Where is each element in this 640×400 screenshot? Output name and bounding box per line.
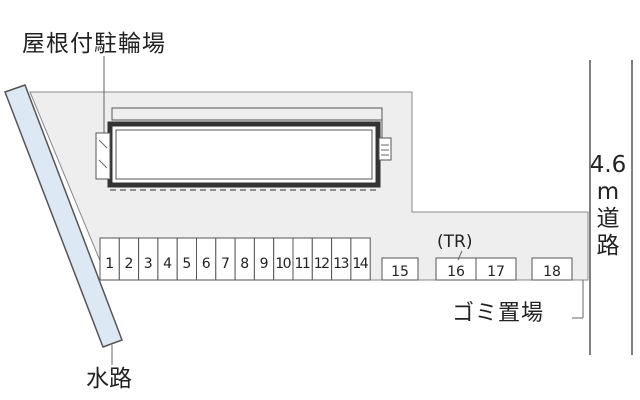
- parking-space-number: 13: [333, 256, 349, 272]
- road-label: 4.6 m 道 路: [588, 152, 628, 260]
- parking-space-number: 11: [295, 256, 311, 272]
- parking-space-number: 7: [221, 256, 230, 272]
- building-inner-edge: [115, 129, 373, 180]
- parking-space-number: 10: [275, 256, 291, 272]
- parking-space: [350, 237, 371, 281]
- parking-space: [475, 257, 517, 281]
- parking-space-number: 5: [182, 256, 191, 272]
- road-width: 4.6: [589, 152, 627, 178]
- bicycle-parking-label: 屋根付駐輪場: [22, 31, 166, 57]
- meter-box: [378, 137, 392, 161]
- parking-space-number: 8: [240, 256, 249, 272]
- road-char-1: 道: [596, 206, 620, 232]
- road-char-2: 路: [596, 233, 620, 259]
- road-unit: m: [596, 179, 620, 205]
- garbage-label: ゴミ置場: [452, 301, 545, 326]
- entrance-mark-1: [98, 139, 108, 149]
- entrance-box: [95, 132, 111, 180]
- entrance-mark-2: [98, 159, 108, 169]
- parking-space-number: 1: [105, 256, 114, 272]
- waterway-channel: [4, 84, 123, 348]
- parking-space-number: 17: [487, 264, 505, 280]
- parking-space-number: 2: [124, 256, 133, 272]
- parking-space: [531, 257, 573, 281]
- waterway-label: 水路: [86, 366, 132, 392]
- parking-space: [381, 257, 419, 281]
- parking-space-number: 12: [314, 256, 330, 272]
- parking-space-number: 15: [391, 264, 409, 280]
- parking-space-number: 14: [352, 256, 368, 272]
- parking-space-number: 9: [260, 256, 269, 272]
- parking-space-number: 16: [447, 264, 465, 280]
- parking-space-number: 18: [543, 264, 561, 280]
- parking-space-number: 6: [202, 256, 211, 272]
- transformer-label: (TR): [437, 232, 473, 252]
- parking-space-number: 4: [163, 256, 172, 272]
- parking-space-number: 3: [144, 256, 153, 272]
- tr-leader: [457, 250, 463, 261]
